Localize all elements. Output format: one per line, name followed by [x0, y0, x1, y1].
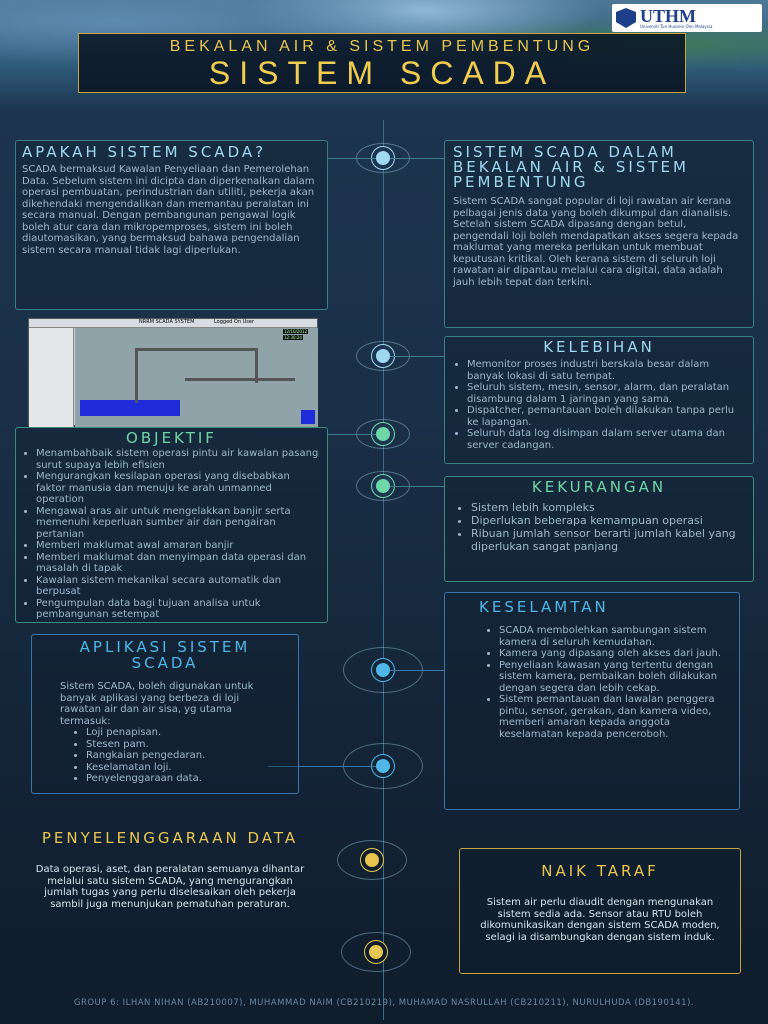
scada-time: 12:30:24 [283, 335, 303, 340]
keselamatan-section: KESELAMTAN SCADA membolehkan sambungan s… [444, 592, 740, 810]
title-box: BEKALAN AIR & SISTEM PEMBENTUNG SISTEM S… [78, 33, 686, 93]
kekurangan-item: Ribuan jumlah sensor berarti jumlah kabe… [471, 527, 741, 553]
naik-taraf-title: NAIK TARAF [541, 862, 659, 880]
brand-sub: Universiti Tun Hussein Onn Malaysia [640, 23, 713, 29]
crest-icon [616, 8, 636, 28]
kelebihan-title: KELEBIHAN [543, 338, 655, 356]
objektif-item: Pengumpulan data bagi tujuan analisa unt… [36, 598, 321, 621]
keselamatan-item: Sistem pemantauan dan lawalan penggera p… [499, 694, 725, 740]
scada-logged: Logged On User [213, 319, 255, 325]
penyelenggaraan-body: Data operasi, aset, dan peralatan semuan… [35, 864, 305, 910]
kelebihan-item: Seluruh sistem, mesin, sensor, alarm, da… [467, 382, 745, 405]
timeline-node-7 [365, 853, 379, 867]
scada-screenshot: NRRM SCADA SYSTEM Logged On User 12/10/2… [28, 318, 318, 427]
timeline-node-8 [369, 945, 383, 959]
dalam-section: SISTEM SCADA DALAM BEKALAN AIR & SISTEM … [444, 140, 754, 328]
timeline-node-5 [376, 663, 390, 677]
connector [328, 158, 376, 159]
objektif-item: Mengawal aras air untuk mengelakkan banj… [36, 506, 321, 541]
scada-date: 12/10/2012 [283, 329, 309, 334]
apakah-body: SCADA bermaksud Kawalan Penyeliaan dan P… [22, 164, 315, 256]
aplikasi-section: APLIKASI SISTEM SCADA Sistem SCADA, bole… [31, 634, 299, 794]
connector [328, 434, 376, 435]
penyelenggaraan-title: PENYELENGGARAAN DATA [41, 829, 299, 847]
brand-name: UTHM [640, 5, 696, 26]
kekurangan-item: Diperlukan beberapa kemampuan operasi [471, 514, 741, 527]
aplikasi-item: Penyelenggaraan data. [86, 773, 270, 785]
aplikasi-item: Stesen pam. [86, 739, 270, 751]
kekurangan-title: KEKURANGAN [531, 478, 667, 496]
connector [390, 158, 444, 159]
aplikasi-title: APLIKASI SISTEM SCADA [79, 638, 251, 672]
kekurangan-item: Sistem lebih kompleks [471, 501, 741, 514]
header-subtitle: BEKALAN AIR & SISTEM PEMBENTUNG [169, 38, 595, 55]
objektif-section: OBJEKTIF Menambahbaik sistem operasi pin… [15, 427, 328, 623]
penyelenggaraan-section: PENYELENGGARAAN DATA Data operasi, aset,… [20, 830, 320, 910]
kelebihan-item: Memonitor proses industri berskala besar… [467, 359, 745, 382]
connector [390, 670, 444, 671]
connector [390, 356, 444, 357]
naik-taraf-section: NAIK TARAF Sistem air perlu diaudit deng… [459, 848, 741, 974]
connector [268, 766, 376, 767]
dalam-body: Sistem SCADA sangat popular di loji rawa… [453, 196, 739, 288]
keselamatan-item: Kamera yang dipasang oleh akses dari jau… [499, 648, 725, 660]
scada-screen-title: NRRM SCADA SYSTEM [139, 319, 195, 325]
kelebihan-section: KELEBIHAN Memonitor proses industri bers… [444, 336, 754, 464]
timeline-node-3 [376, 427, 390, 441]
aplikasi-intro: Sistem SCADA, boleh digunakan untuk bany… [60, 681, 254, 727]
kelebihan-item: Seluruh data log disimpan dalam server u… [467, 428, 745, 451]
footer-credits: GROUP 6: ILHAN NIHAN (AB210007), MUHAMMA… [73, 998, 695, 1008]
dalam-title: SISTEM SCADA DALAM BEKALAN AIR & SISTEM … [453, 143, 689, 191]
naik-taraf-body: Sistem air perlu diaudit dengan mengunak… [480, 897, 720, 943]
timeline-node-2 [376, 349, 390, 363]
timeline-node-4 [376, 479, 390, 493]
objektif-item: Kawalan sistem mekanikal secara automati… [36, 575, 321, 598]
ring-7 [337, 840, 407, 880]
aplikasi-item: Rangkaian pengedaran. [86, 750, 270, 762]
keselamatan-item: SCADA membolehkan sambungan sistem kamer… [499, 625, 725, 648]
kekurangan-section: KEKURANGAN Sistem lebih kompleks Diperlu… [444, 476, 754, 582]
aplikasi-item: Loji penapisan. [86, 727, 270, 739]
keselamatan-item: Penyeliaan kawasan yang tertentu dengan … [499, 660, 725, 695]
aplikasi-item: Keselamatan loji. [86, 762, 270, 774]
apakah-title: APAKAH SISTEM SCADA? [22, 143, 267, 161]
timeline-node-6 [376, 759, 390, 773]
objektif-title: OBJEKTIF [126, 429, 217, 447]
uthm-logo: UTHM Universiti Tun Hussein Onn Malaysia [612, 4, 762, 32]
timeline-node-1 [376, 151, 390, 165]
ring-8 [341, 932, 411, 972]
connector [390, 486, 444, 487]
kelebihan-item: Dispatcher, pemantauan boleh dilakukan t… [467, 405, 745, 428]
objektif-item: Memberi maklumat dan menyimpan data oper… [36, 552, 321, 575]
timeline-line [383, 120, 384, 1020]
objektif-item: Memberi maklumat awal amaran banjir [36, 540, 321, 552]
keselamatan-title: KESELAMTAN [479, 598, 609, 616]
objektif-item: Mengurangkan kesilapan operasi yang dise… [36, 471, 321, 506]
apakah-section: APAKAH SISTEM SCADA? SCADA bermaksud Kaw… [15, 140, 328, 310]
objektif-item: Menambahbaik sistem operasi pintu air ka… [36, 448, 321, 471]
header-title: SISTEM SCADA [208, 55, 556, 91]
